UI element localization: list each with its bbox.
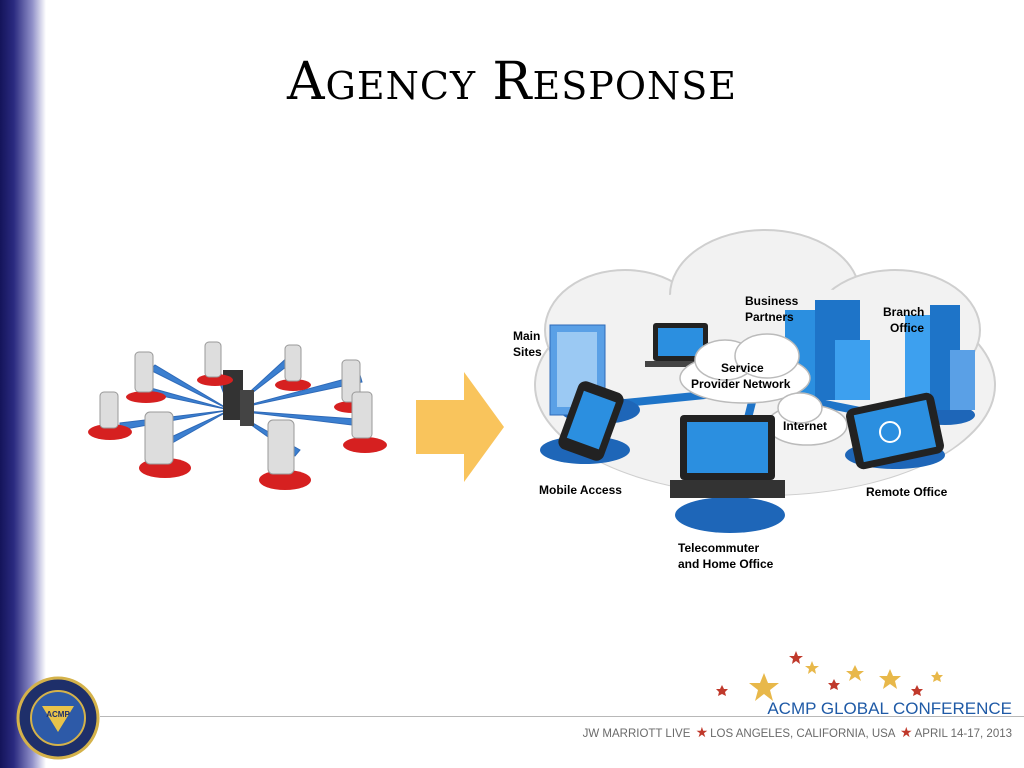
stars-decoration [716,651,943,701]
label-internet: Internet [783,419,827,433]
label-mobile-access: Mobile Access [539,483,622,497]
city-text: LOS ANGELES, CALIFORNIA, USA [710,728,895,740]
label-branch-office: Office [890,321,924,335]
people-figures [88,341,387,490]
label-business-partners: Partners [745,310,794,324]
acmp-logo: ACMP [16,676,100,760]
logo-text: ACMP [46,710,70,719]
right-arrow-icon [416,372,504,482]
dates-text: APRIL 14-17, 2013 [914,728,1012,740]
label-service-provider: Service [721,361,764,375]
laptop-small-icon [645,323,715,367]
conference-name: ACMP GLOBAL CONFERENCE [767,699,1012,718]
venue-text: JW MARRIOTT LIVE [582,728,691,740]
label-branch-office: Branch [883,305,924,319]
diagram-labels: Main Sites Business Partners Branch Offi… [513,294,948,571]
red-star-icon: ★ [695,724,709,740]
footer-divider [100,716,1024,717]
label-remote-office: Remote Office [866,485,948,499]
label-main-sites: Main [513,329,540,343]
left-sidebar-band [0,0,46,768]
label-telecommuter: and Home Office [678,557,774,571]
label-service-provider: Provider Network [691,377,791,391]
label-main-sites: Sites [513,345,542,359]
tablet-icon [846,392,944,470]
red-star-icon: ★ [900,724,913,740]
laptop-large-icon [670,415,785,498]
label-telecommuter: Telecommuter [678,541,759,555]
footer-venue-line: JW MARRIOTT LIVE ★LOS ANGELES, CALIFORNI… [583,724,1012,741]
service-cloud-icon [679,333,811,404]
mobile-phone-icon [558,381,624,461]
network-diagram: Main Sites Business Partners Branch Offi… [513,229,996,571]
internet-cloud-icon [766,392,848,446]
slide-title: Agency Response [286,52,737,112]
hub-people-illustration [88,341,387,490]
label-business-partners: Business [745,294,799,308]
